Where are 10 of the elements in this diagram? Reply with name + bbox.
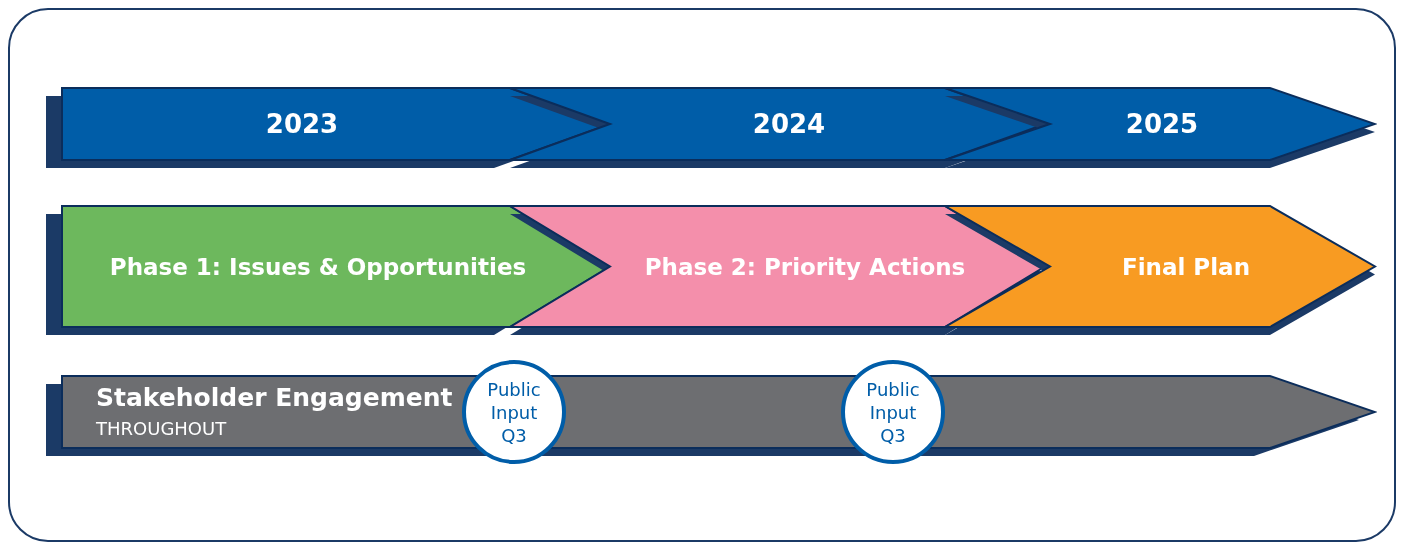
year-label: 2025 bbox=[1125, 109, 1199, 139]
year-label: 2024 bbox=[752, 109, 826, 139]
milestone-circle: Public Input Q3 bbox=[462, 360, 566, 464]
year-label: 2023 bbox=[265, 109, 339, 139]
track-subtitle: THROUGHOUT bbox=[96, 418, 227, 439]
phase-label: Phase 1: Issues & Opportunities bbox=[109, 253, 527, 280]
track-label: Stakeholder Engagement bbox=[96, 383, 453, 412]
phase-label: Phase 2: Priority Actions bbox=[644, 253, 966, 280]
milestone-circle: Public Input Q3 bbox=[841, 360, 945, 464]
phase-label: Final Plan bbox=[1122, 253, 1250, 280]
